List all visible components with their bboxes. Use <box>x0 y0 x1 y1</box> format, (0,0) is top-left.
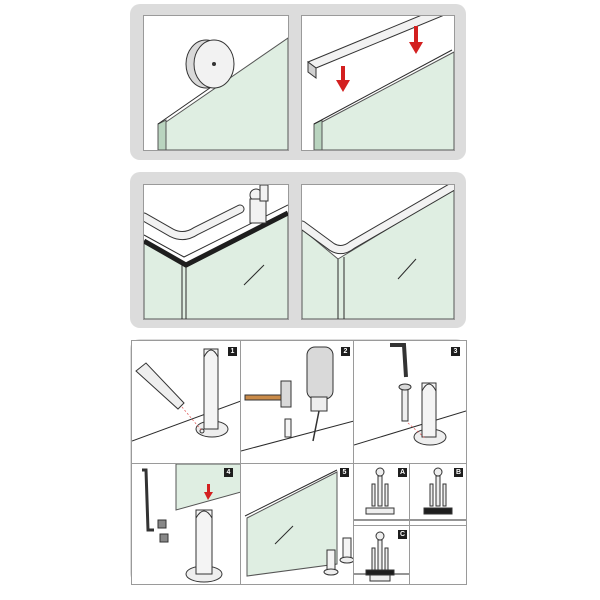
panel-u-channel <box>301 15 455 151</box>
drill-icon <box>306 346 334 442</box>
corner-finished-illustration <box>302 185 454 319</box>
variant-badge: A <box>398 468 407 477</box>
panel-seal-roll <box>143 15 289 151</box>
glass-clamp-icon <box>195 348 229 438</box>
step-2-panel: 2 <box>240 340 355 464</box>
variant-badge: B <box>454 468 463 477</box>
variant-badge: C <box>398 530 407 539</box>
marker-pen-icon <box>135 362 185 410</box>
corner-connector-icon <box>144 204 245 241</box>
step-5-illustration <box>244 469 354 577</box>
glass-clamp-icon <box>185 509 223 583</box>
glass-edge <box>313 119 323 150</box>
seal-roll-illustration <box>157 37 288 150</box>
corner-clamp-illustration <box>144 185 288 319</box>
step-4-panel: 4 <box>131 463 242 585</box>
floor-line <box>132 400 241 442</box>
step-3-illustration <box>354 343 466 446</box>
step-4-illustration <box>142 464 241 583</box>
glass-pane <box>246 471 338 577</box>
variant-a-illustration <box>354 467 410 521</box>
empty-cell <box>409 525 467 585</box>
variant-a-panel: A <box>353 463 411 527</box>
variant-b-illustration <box>410 467 466 521</box>
laser-line <box>181 406 203 432</box>
glass-pane-left <box>302 228 339 319</box>
step-1-panel: 1 <box>131 340 242 464</box>
panel-corner-finished <box>301 184 455 320</box>
glass-clamp-icon <box>339 537 354 564</box>
glass-top-edge <box>313 49 453 125</box>
step-2-illustration <box>241 346 354 452</box>
allen-key-icon <box>142 468 154 532</box>
down-arrow-icon <box>336 66 350 92</box>
glass-clamp-icon <box>249 185 269 224</box>
panel-corner-clamp <box>143 184 289 320</box>
down-arrow-icon <box>204 484 213 500</box>
bolt-icon <box>398 383 412 422</box>
floor-line <box>354 410 466 446</box>
glass-reflection <box>243 264 265 286</box>
glass-pane-right <box>337 188 454 319</box>
hammer-icon <box>244 380 292 408</box>
u-channel-icon <box>306 16 444 79</box>
down-arrow-icon <box>409 26 423 54</box>
step-3-panel: 3 <box>353 340 467 464</box>
u-channel-illustration <box>306 16 454 150</box>
glass-reflection <box>274 525 294 545</box>
glass-clamp-icon <box>323 549 339 576</box>
floor-line <box>241 420 354 452</box>
step-badge: 5 <box>340 468 349 477</box>
glass-clamp-icon <box>413 382 447 446</box>
step-badge: 1 <box>228 347 237 356</box>
laser-line <box>407 422 427 440</box>
variant-b-panel: B <box>409 463 467 527</box>
step-badge: 3 <box>451 347 460 356</box>
step-badge: 4 <box>224 468 233 477</box>
variant-c-panel: C <box>353 525 411 585</box>
glass-reflection <box>397 258 417 280</box>
allen-key-icon <box>390 343 408 378</box>
black-seal <box>144 210 288 268</box>
step-badge: 2 <box>341 347 350 356</box>
variant-c-illustration <box>354 531 410 582</box>
u-channel-top <box>244 469 338 517</box>
step-1-illustration <box>132 348 241 442</box>
set-screw <box>157 519 167 529</box>
wall-plug-icon <box>284 418 292 438</box>
seal-roll-icon <box>185 39 235 89</box>
glass-edge <box>157 119 167 150</box>
set-screw <box>159 533 169 543</box>
corner-connector-icon <box>302 185 454 255</box>
step-5-panel: 5 <box>240 463 355 585</box>
